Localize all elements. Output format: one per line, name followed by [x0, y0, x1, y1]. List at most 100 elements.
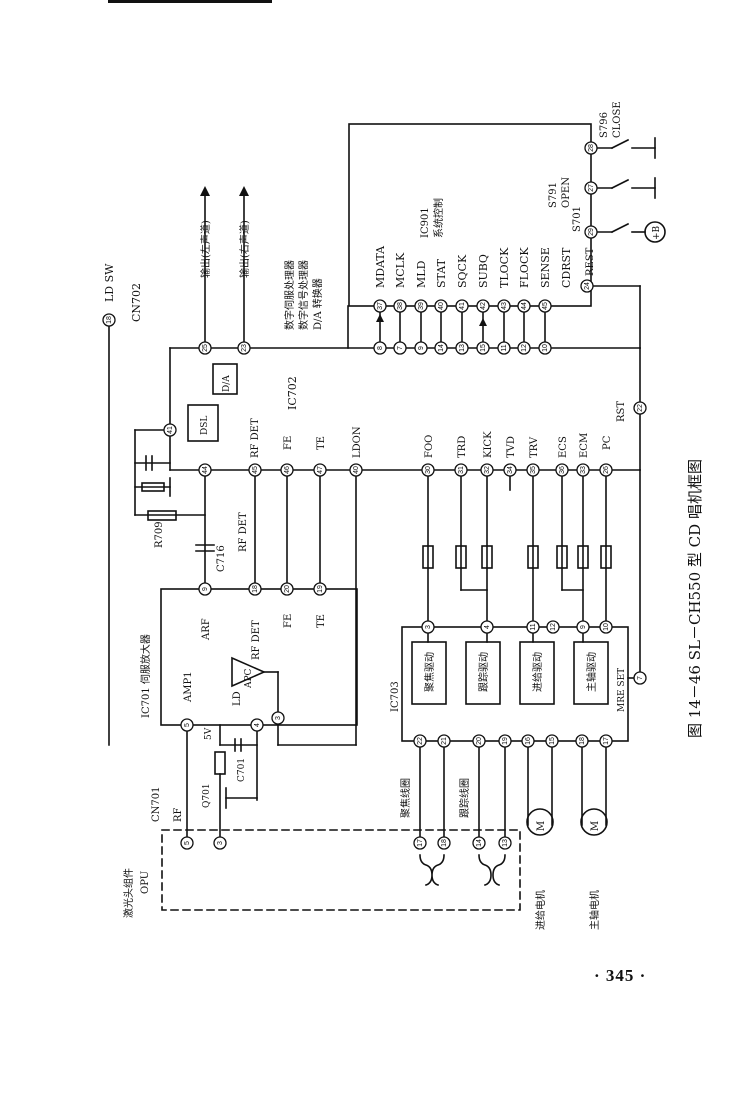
pin-ic703-10	[599, 620, 613, 634]
pin-label: 14	[476, 839, 483, 847]
pin-label: 32	[484, 466, 491, 474]
pin-label: 30	[425, 466, 432, 474]
feed-motor-label: 进给电机	[534, 890, 547, 930]
ic702-fe-label: FE	[283, 436, 294, 450]
pin-label: 24	[584, 282, 591, 290]
pin-label: 20	[476, 737, 483, 745]
ic703-feed: 进给驱动	[531, 652, 544, 692]
s791-blade	[610, 178, 630, 190]
ic702-title: IC702	[286, 376, 299, 410]
ic701-rfdet: RF DET	[251, 620, 262, 660]
pin-ic901-37	[373, 299, 387, 313]
pin-label: 25	[202, 344, 209, 352]
pin-label: 29	[588, 228, 595, 236]
pin-ic703-19	[498, 734, 512, 748]
tracking-driver-box	[465, 641, 501, 705]
pin-label: 37	[377, 302, 384, 310]
pin-cn702-25	[198, 341, 212, 355]
pin-label: 19	[317, 585, 324, 593]
pin-ic703-18	[575, 734, 589, 748]
pin-label: 33	[580, 466, 587, 474]
resistor-trd	[455, 545, 467, 569]
s701-blade	[610, 222, 630, 234]
s791-open-label: OPEN	[561, 177, 572, 208]
s796-close-label: CLOSE	[612, 101, 623, 138]
vplus-label: +B	[652, 225, 662, 240]
pin-label: 31	[458, 466, 465, 474]
pin-ic702-13	[455, 341, 469, 355]
mdata-arrow	[376, 314, 384, 322]
header-rule	[108, 0, 272, 3]
pin-ic901-42	[476, 299, 490, 313]
pin-label: 28	[588, 144, 595, 152]
pin-label: 42	[480, 302, 487, 310]
pin-ic702-30	[421, 463, 435, 477]
out-left-label: 输出(左声道)	[199, 220, 212, 278]
figure-caption: 图 14－46 SL－CH550 型 CD 唱机框图	[686, 459, 704, 738]
pin-label: 43	[501, 302, 508, 310]
ic901-pin-sqck: SQCK	[456, 254, 469, 288]
pin-label: 11	[530, 623, 537, 630]
pin-label: 10	[542, 344, 549, 352]
pin-ic701-20	[280, 582, 294, 596]
pin-label: 41	[167, 426, 174, 434]
ic702-tvd-label: TVD	[506, 436, 517, 458]
resistor-ecm	[577, 545, 589, 569]
pin-ic701-5	[180, 718, 194, 732]
pin-coil-18	[437, 836, 451, 850]
s796-label: S796	[599, 112, 610, 138]
pin-label: 9	[202, 587, 209, 591]
dsl-box	[187, 404, 219, 442]
da-box	[212, 363, 238, 395]
pin-ic702-35	[526, 463, 540, 477]
focus-coil	[419, 854, 445, 887]
ic901-pin-sense: SENSE	[539, 247, 552, 288]
pin-label: 13	[459, 344, 466, 352]
ic703-box	[401, 626, 629, 742]
resistor-foo	[422, 545, 434, 569]
ic702-pc-label: PC	[602, 435, 613, 450]
ld-sw-label: LD SW	[103, 263, 116, 302]
out-right-label: 输出(右声道)	[238, 220, 251, 278]
pin-ic702-31	[454, 463, 468, 477]
pin-ic702-26	[599, 463, 613, 477]
pin-ic701-4	[250, 718, 264, 732]
ic702-trv-label: TRV	[529, 436, 540, 458]
focus-coil-label: 聚焦线圈	[399, 778, 412, 818]
r709-label: R709	[154, 521, 165, 548]
pin-label: 7	[637, 676, 644, 680]
pin-label: 18	[252, 585, 259, 593]
s791-label: S791	[548, 182, 559, 208]
pin-label: 46	[284, 466, 291, 474]
pin-ic702-46	[280, 463, 294, 477]
pin-ic702-11	[497, 341, 511, 355]
pin-label: 5	[184, 841, 191, 845]
pin-label: 12	[550, 623, 557, 631]
feed-driver-box	[519, 641, 555, 705]
pin-ic702-8	[373, 341, 387, 355]
pin-label: 35	[530, 466, 537, 474]
pin-label: 17	[603, 737, 610, 745]
pin-ic702-14	[434, 341, 448, 355]
ic901-pin-mdata: MDATA	[374, 245, 387, 288]
opu-dashed-box	[161, 829, 521, 911]
ic702-kick-label: KICK	[483, 431, 494, 458]
pin-coil-13	[498, 836, 512, 850]
pin-ic703-15	[545, 734, 559, 748]
spindle-motor-label: 主轴电机	[588, 890, 601, 930]
pin-label: 10	[603, 623, 610, 631]
pin-ic901-27	[584, 181, 598, 195]
pin-label: 44	[202, 466, 209, 474]
pin-label: 18	[441, 839, 448, 847]
pin-ic702-9	[414, 341, 428, 355]
ic702-trd-label: TRD	[457, 436, 468, 458]
pin-label: 19	[502, 737, 509, 745]
ic702-rfdet-label: RF DET	[250, 418, 261, 458]
page-number: · 345 ·	[594, 966, 647, 985]
pin-ic901-38	[393, 299, 407, 313]
ic901-box	[348, 123, 592, 307]
pin-label: 23	[241, 344, 248, 352]
ic701-ld: LD	[232, 691, 243, 706]
dsl-label: DSL	[200, 416, 210, 435]
